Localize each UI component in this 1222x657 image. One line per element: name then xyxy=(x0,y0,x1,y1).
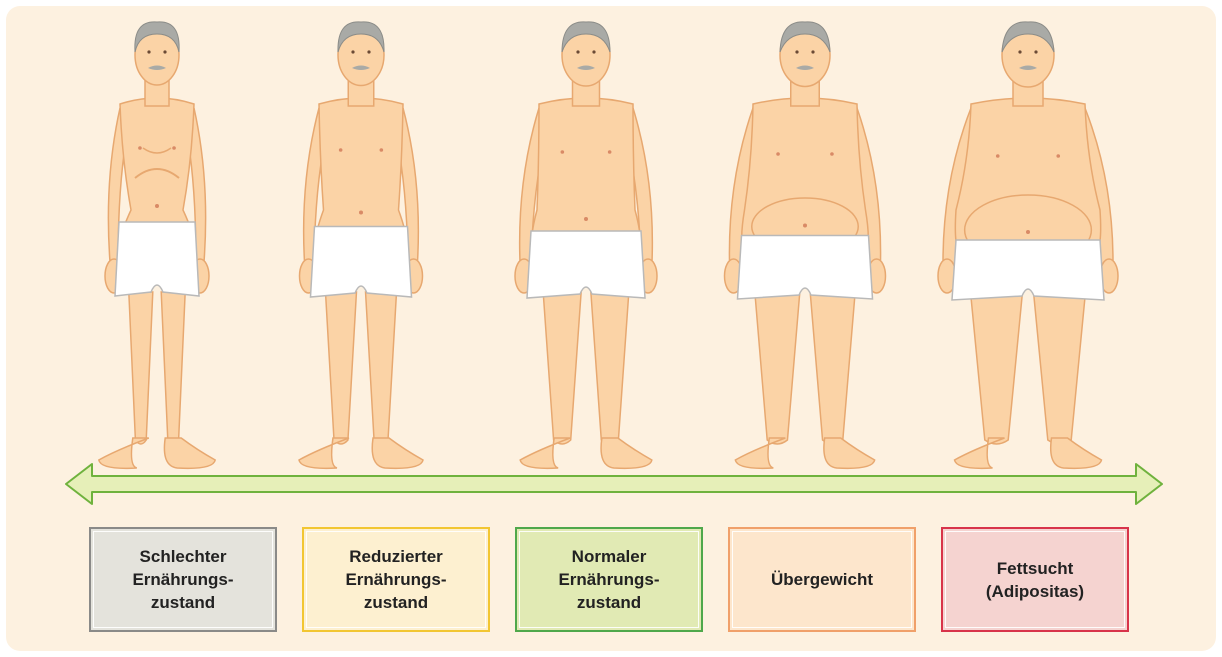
leg xyxy=(366,292,397,444)
navel xyxy=(359,211,363,215)
nipple xyxy=(561,150,565,154)
eye xyxy=(351,50,354,53)
briefs xyxy=(527,231,645,298)
navel xyxy=(584,217,588,221)
navel xyxy=(155,204,159,208)
briefs xyxy=(738,236,873,300)
navel xyxy=(1026,230,1030,234)
foot xyxy=(601,438,652,468)
nipple xyxy=(138,146,142,150)
nipple xyxy=(1056,154,1060,158)
category-box-1: Schlechter Ernährungs- zustand xyxy=(89,527,277,632)
briefs xyxy=(311,227,412,298)
nipple xyxy=(776,152,780,156)
nipple xyxy=(996,154,1000,158)
leg xyxy=(591,292,629,444)
category-box-2: Reduzierter Ernährungs- zustand xyxy=(302,527,490,632)
leg xyxy=(971,292,1023,444)
leg xyxy=(543,292,581,444)
leg xyxy=(1034,292,1086,444)
figure-reduced xyxy=(299,22,423,468)
leg xyxy=(325,292,356,444)
figures-layer xyxy=(99,22,1118,468)
eye xyxy=(367,50,370,53)
category-label: Reduzierter Ernährungs- zustand xyxy=(345,545,446,614)
leg xyxy=(161,292,185,444)
eye xyxy=(1034,50,1037,53)
navel xyxy=(803,224,807,228)
category-label: Normaler Ernährungs- zustand xyxy=(558,545,659,614)
figure-overweight xyxy=(725,22,886,468)
leg xyxy=(755,292,800,444)
eye xyxy=(811,50,814,53)
leg xyxy=(129,292,153,444)
nipple xyxy=(172,146,176,150)
eye xyxy=(576,50,579,53)
figure-normal xyxy=(515,22,657,468)
torso xyxy=(532,98,641,250)
leg xyxy=(810,292,855,444)
nipple xyxy=(339,148,343,152)
eye xyxy=(592,50,595,53)
nipple xyxy=(380,148,384,152)
briefs xyxy=(952,240,1104,300)
category-label: Schlechter Ernährungs- zustand xyxy=(132,545,233,614)
category-label: Übergewicht xyxy=(771,568,873,591)
category-label: Fettsucht (Adipositas) xyxy=(986,557,1084,603)
category-box-3: Normaler Ernährungs- zustand xyxy=(515,527,703,632)
category-box-4: Übergewicht xyxy=(728,527,916,632)
foot xyxy=(1051,438,1102,468)
figure-malnourished xyxy=(99,22,215,468)
scale-arrow xyxy=(66,464,1162,504)
foot xyxy=(824,438,875,468)
category-box-5: Fettsucht (Adipositas) xyxy=(941,527,1129,632)
figure-obese xyxy=(938,22,1118,468)
nipple xyxy=(830,152,834,156)
foot xyxy=(372,438,423,468)
eye xyxy=(163,50,166,53)
eye xyxy=(795,50,798,53)
eye xyxy=(1018,50,1021,53)
nipple xyxy=(608,150,612,154)
eye xyxy=(147,50,150,53)
briefs xyxy=(115,222,199,296)
foot xyxy=(164,438,215,468)
